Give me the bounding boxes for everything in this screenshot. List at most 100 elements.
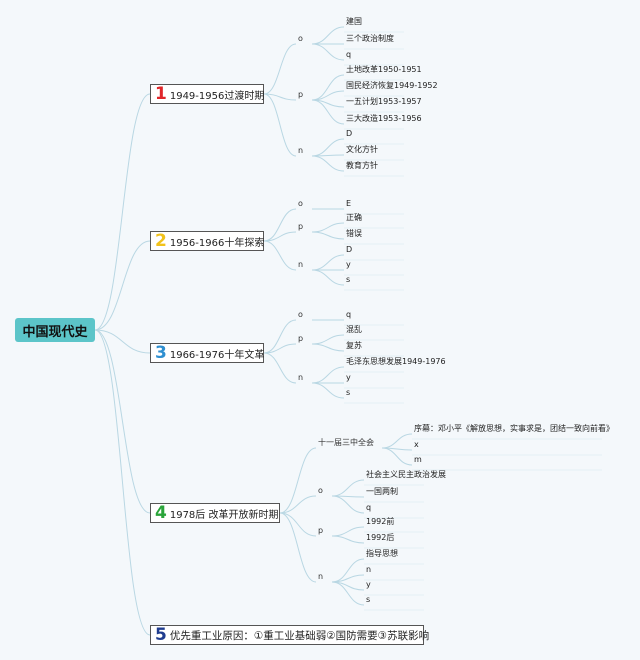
branch-group-connector [263, 240, 297, 271]
group-leaf-connector [331, 526, 365, 537]
leaf-item: 序幕：邓小平《解放思想，实事求是，团结一致向前看》 [414, 424, 614, 433]
group-leaf-connector [311, 99, 345, 125]
group-leaf-connector [311, 382, 345, 399]
group-leaf-connector [311, 222, 345, 233]
leaf-item: 三大改造1953-1956 [346, 114, 422, 123]
root-branch-connector [94, 329, 151, 514]
branch-group-connector [279, 512, 317, 583]
subgroup-key: 十一届三中全会 [318, 438, 374, 447]
leaf-item: 教育方针 [346, 161, 378, 170]
group-leaf-connector [311, 269, 345, 286]
group-leaf-connector [311, 366, 345, 384]
branch-5[interactable]: 5 优先重工业原因：①重工业基础弱②国防需要③苏联影响 [150, 625, 429, 645]
leaf-item: 1992后 [366, 533, 395, 542]
leaf-item: 社会主义民主政治发展 [366, 470, 446, 479]
leaf-item: E [346, 199, 352, 208]
branch-group-connector [279, 447, 317, 514]
group-leaf-connector [311, 334, 345, 345]
subgroup-key: p [318, 526, 324, 535]
group-leaf-connector [381, 433, 413, 449]
subgroup-key: o [298, 310, 303, 319]
leaf-item: 三个政治制度 [346, 34, 394, 43]
leaf-item: 一五计划1953-1957 [346, 97, 422, 106]
subgroup-key: n [298, 146, 304, 155]
branch-number: 5 [155, 625, 167, 645]
leaf-item: 错误 [346, 229, 362, 238]
leaf-item: y [346, 373, 351, 382]
leaf-item: 土地改革1950-1951 [346, 65, 422, 74]
leaf-item: q [346, 50, 352, 59]
leaf-item: 国民经济恢复1949-1952 [346, 81, 438, 90]
branch-title: 1978后 改革开放新时期 [169, 509, 279, 521]
branch-group-connector [279, 495, 317, 514]
branch-1[interactable]: 1 1949-1956过渡时期 [150, 84, 264, 104]
group-leaf-connector [311, 155, 345, 172]
group-leaf-connector [331, 479, 365, 497]
leaf-item: s [366, 595, 371, 604]
branch-group-connector [279, 512, 317, 537]
branch-number: 1 [155, 84, 167, 104]
branch-group-connector [263, 343, 297, 354]
branch-group-connector [263, 43, 297, 95]
subgroup-key: p [298, 90, 304, 99]
subgroup-key: n [298, 373, 304, 382]
branch-4[interactable]: 4 1978后 改革开放新时期 [150, 503, 280, 523]
group-leaf-connector [311, 26, 345, 45]
branch-title: 1956-1966十年探索 [169, 237, 265, 249]
leaf-item: 毛泽东思想发展1949-1976 [346, 357, 446, 366]
leaf-item: x [414, 440, 419, 449]
leaf-item: D [346, 245, 353, 254]
branch-number: 3 [155, 343, 167, 363]
branch-group-connector [263, 319, 297, 354]
branch-number: 2 [155, 231, 167, 251]
leaf-item: 1992前 [366, 517, 395, 526]
group-leaf-connector [311, 254, 345, 271]
branch-group-connector [263, 208, 297, 242]
leaf-item: s [346, 275, 351, 284]
group-leaf-connector [311, 231, 345, 240]
branch-title: 1949-1956过渡时期 [169, 90, 265, 102]
leaf-item: y [346, 260, 351, 269]
branch-3[interactable]: 3 1966-1976十年文革 [150, 343, 264, 363]
root-branch-connector [94, 240, 151, 331]
branch-group-connector [263, 352, 297, 384]
leaf-item: 正确 [346, 213, 362, 222]
subgroup-key: p [298, 222, 304, 231]
leaf-item: s [346, 388, 351, 397]
leaf-item: 指导思想 [366, 549, 398, 558]
leaf-item: m [414, 455, 422, 464]
subgroup-key: o [318, 486, 323, 495]
branch-title: 优先重工业原因：①重工业基础弱②国防需要③苏联影响 [169, 629, 430, 642]
leaf-item: D [346, 129, 353, 138]
root-branch-connector [94, 329, 151, 636]
branch-group-connector [263, 231, 297, 242]
group-leaf-connector [311, 43, 345, 61]
group-leaf-connector [311, 343, 345, 352]
subgroup-key: n [318, 572, 324, 581]
leaf-item: 一国两制 [366, 487, 398, 496]
subgroup-key: o [298, 34, 303, 43]
group-leaf-connector [311, 138, 345, 157]
leaf-item: q [346, 310, 352, 319]
group-leaf-connector [331, 535, 365, 544]
subgroup-key: o [298, 199, 303, 208]
branch-2[interactable]: 2 1956-1966十年探索 [150, 231, 264, 251]
leaf-item: 建国 [346, 17, 362, 26]
group-leaf-connector [311, 74, 345, 101]
branch-group-connector [263, 93, 297, 101]
branch-number: 4 [155, 503, 167, 523]
leaf-item: 复苏 [346, 341, 362, 350]
leaf-item: y [366, 580, 371, 589]
subgroup-key: n [298, 260, 304, 269]
group-leaf-connector [381, 447, 413, 466]
leaf-item: 混乱 [346, 325, 362, 334]
group-leaf-connector [331, 581, 365, 606]
root-node[interactable]: 中国现代史 [15, 318, 95, 342]
leaf-item: n [366, 565, 372, 574]
leaf-item: q [366, 503, 372, 512]
branch-title: 1966-1976十年文革 [169, 349, 265, 361]
leaf-item: 文化方针 [346, 145, 378, 154]
root-branch-connector [94, 329, 151, 354]
root-branch-connector [94, 93, 151, 331]
